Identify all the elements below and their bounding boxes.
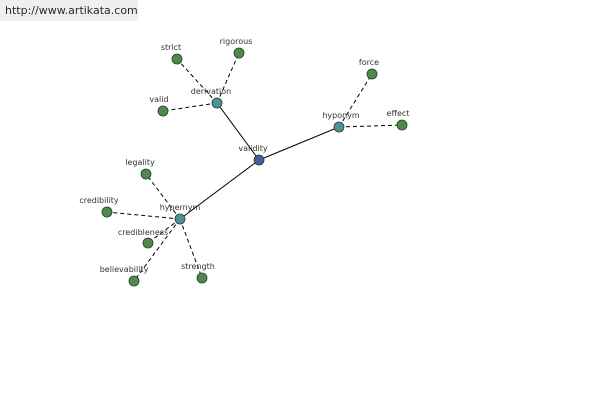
node-label-force[interactable]: force [359, 58, 379, 67]
node-label-hypernym[interactable]: hypernym [160, 203, 201, 212]
edge-hypernym-legality [145, 173, 181, 220]
node-strict[interactable] [171, 53, 183, 65]
edges-layer [106, 52, 403, 282]
labels-layer: validity derivation hyponym hypernym strict r… [79, 37, 409, 274]
node-effect[interactable] [396, 119, 408, 131]
edge-hypernym-strength [179, 218, 203, 279]
node-hypernym[interactable] [174, 213, 186, 225]
node-derivation[interactable] [211, 97, 223, 109]
node-legality[interactable] [140, 168, 152, 180]
edge-validity-hypernym [179, 159, 260, 220]
node-credibility[interactable] [101, 206, 113, 218]
edge-derivation-strict [176, 58, 218, 104]
node-label-effect[interactable]: effect [387, 109, 410, 118]
edge-derivation-rigorous [216, 52, 240, 104]
node-believability[interactable] [128, 275, 140, 287]
site-url-banner[interactable]: http://www.artikata.com [0, 0, 138, 21]
node-strength[interactable] [196, 272, 208, 284]
node-label-valid[interactable]: valid [149, 95, 168, 104]
node-label-rigorous[interactable]: rigorous [220, 37, 253, 46]
nodes-layer [101, 47, 408, 287]
edge-validity-derivation [216, 102, 260, 161]
node-label-strength[interactable]: strength [181, 262, 215, 271]
edge-validity-hyponym [258, 126, 340, 161]
edge-hyponym-effect [338, 124, 403, 128]
edge-derivation-valid [162, 102, 218, 112]
edge-hypernym-believability [133, 218, 181, 282]
node-hyponym[interactable] [333, 121, 345, 133]
node-credibleness[interactable] [142, 237, 154, 249]
node-label-credibility[interactable]: credibility [79, 196, 119, 205]
node-label-credibleness[interactable]: credibleness [118, 228, 168, 237]
node-label-strict[interactable]: strict [161, 43, 181, 52]
node-validity[interactable] [253, 154, 265, 166]
edge-hypernym-credibility [106, 211, 181, 220]
node-force[interactable] [366, 68, 378, 80]
node-rigorous[interactable] [233, 47, 245, 59]
node-label-derivation[interactable]: derivation [191, 87, 231, 96]
node-label-hyponym[interactable]: hyponym [322, 111, 360, 120]
node-label-believability[interactable]: believability [100, 265, 149, 274]
node-valid[interactable] [157, 105, 169, 117]
edge-hyponym-force [338, 73, 373, 128]
node-label-validity[interactable]: validity [238, 144, 268, 153]
node-label-legality[interactable]: legality [125, 158, 155, 167]
